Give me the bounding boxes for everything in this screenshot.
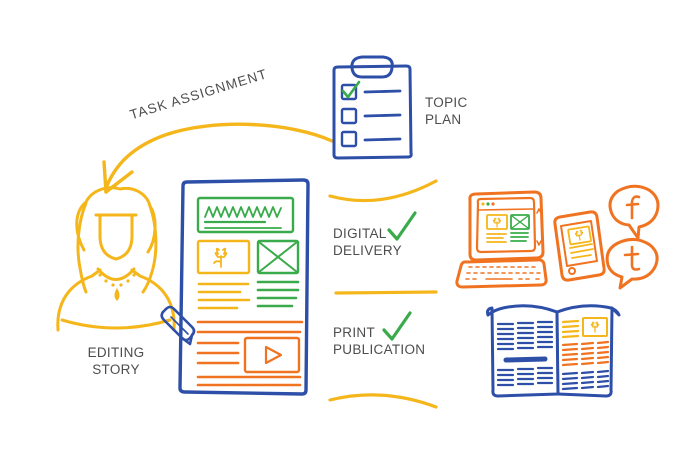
print-publication-label: PRINT PUBLICATION	[333, 325, 426, 357]
editing-story-label: EDITING STORY	[87, 345, 145, 377]
topic-plan-label: TOPIC PLAN	[425, 95, 468, 127]
digital-delivery-label: DIGITAL DELIVERY	[333, 226, 402, 258]
